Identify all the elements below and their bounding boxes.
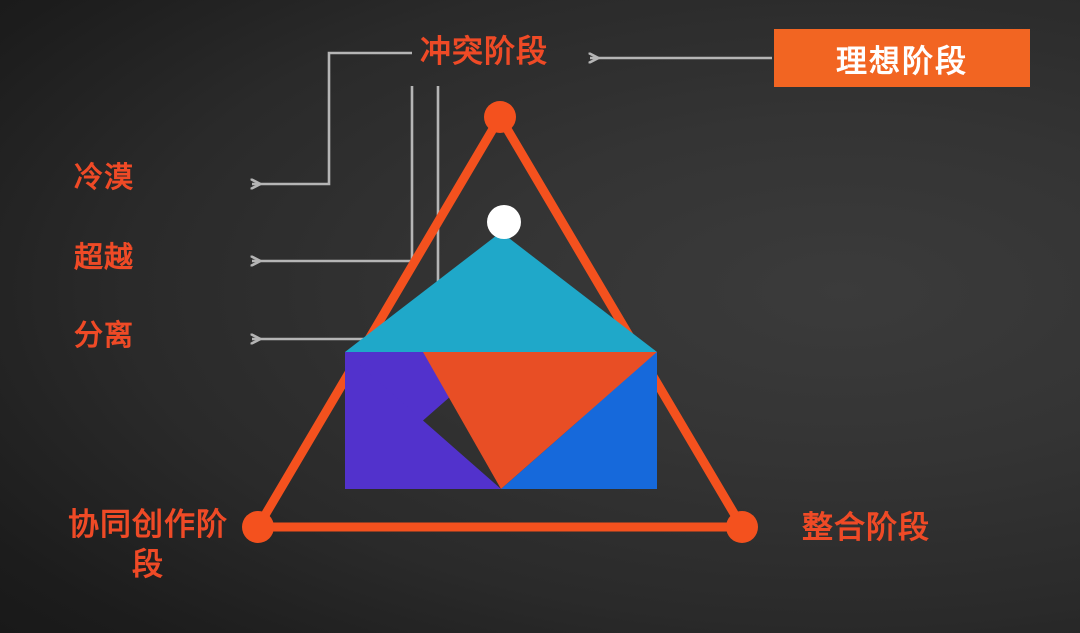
inner-triangle-bottom-left-purple-fill: [345, 352, 501, 489]
label-cocreation-stage: 协同创作阶段: [68, 507, 228, 582]
inner-triangle-top-cyan: [345, 232, 657, 352]
connector-to-indifference: [252, 51, 412, 184]
label-conflict-stage: 冲突阶段: [420, 34, 548, 69]
vertex-dot-apex: [484, 101, 516, 133]
label-transcendence: 超越: [74, 242, 135, 274]
inner-triangle-group: [345, 205, 657, 489]
outer-triangle: [242, 101, 758, 543]
vertex-dot-bottom-left: [242, 511, 274, 543]
label-separation: 分离: [74, 320, 135, 352]
label-ideal-stage-text: 理想阶段: [836, 43, 968, 79]
apex-white-dot: [487, 205, 521, 239]
connector-to-separation: [252, 86, 440, 339]
label-ideal-stage-box: 理想阶段: [774, 29, 1030, 87]
vertex-dot-bottom-right: [726, 511, 758, 543]
inner-triangle-bottom-right-blue-fill: [501, 352, 657, 489]
inner-triangle-center-orange: [423, 352, 657, 489]
connector-to-transcendence: [252, 86, 414, 261]
label-indifference: 冷漠: [74, 162, 135, 194]
label-integration-stage: 整合阶段: [802, 510, 930, 545]
